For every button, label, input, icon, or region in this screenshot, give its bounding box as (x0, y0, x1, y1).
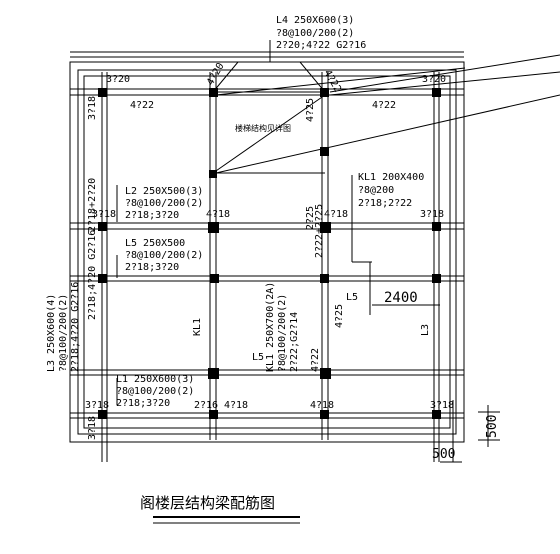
rebar-label: 4?25 (305, 98, 316, 122)
rebar-label: 3?18 (87, 416, 98, 440)
beam-L3-left-line3: 2?18;4?20 G2?16 (70, 282, 81, 372)
beam-L3-left-line1: L3 250X600(4) (46, 294, 57, 372)
column (432, 274, 441, 283)
column (98, 88, 107, 97)
label-KL1-left: KL1 (192, 318, 203, 336)
columns (98, 88, 441, 419)
rebar-label: 3?18 (92, 209, 116, 220)
column (432, 88, 441, 97)
rebar-label: 4?25 (334, 304, 345, 328)
dimension-2400: 2400 (384, 290, 418, 306)
beam-L5-line2: ?8@100/200(2) (125, 250, 203, 261)
label-L5-center: L5 (252, 352, 264, 363)
rebar-label: 2?18+2?20 (87, 178, 98, 232)
beam-KL1-center-line2: ?8@100/200(2) (277, 294, 288, 372)
beam-KL1-right-line2: ?8@200 (358, 185, 394, 196)
beam-L4-line2: ?8@100/200(2) (276, 28, 354, 39)
column (320, 222, 331, 233)
beam-L1-line1: L1 250X600(3) (116, 374, 194, 385)
column (210, 274, 219, 283)
beam-L5-line3: 2?18;3?20 (125, 262, 179, 273)
column (209, 88, 218, 97)
rebar-label: 2?16 (194, 400, 218, 411)
rebar-label: 4?18 (324, 209, 348, 220)
column (320, 147, 329, 156)
rebar-label: 3?18 (430, 400, 454, 411)
column (432, 410, 441, 419)
dimension-500-right: 500 (485, 415, 500, 438)
column (208, 222, 219, 233)
rebar-label: 2?22+2?25 (314, 204, 325, 258)
column (320, 410, 329, 419)
column (208, 368, 219, 379)
beam-L1-line2: ?8@100/200(2) (116, 386, 194, 397)
rebar-label: 4?20 (205, 61, 227, 87)
rebar-label: 3?20 (106, 74, 130, 85)
rebar-label: 3?18 (87, 96, 98, 120)
beam-L1-line3: 2?18;3?20 (116, 398, 170, 409)
column (320, 88, 329, 97)
beam-KL1-center-line3: 2?22;G2?14 (289, 312, 300, 372)
dimension-500-bottom: 500 (432, 447, 455, 462)
rebar-label: 4?22 (130, 100, 154, 111)
column (209, 170, 217, 178)
beam-L3-left-line2: ?8@100/200(2) (58, 294, 69, 372)
beam-L4-line1: L4 250X600(3) (276, 15, 354, 26)
column (98, 222, 107, 231)
rebar-label: 2?25 (305, 206, 316, 230)
column (209, 410, 218, 419)
rebar-label: 4?18 (206, 209, 230, 220)
beam-lines (70, 40, 560, 463)
beam-L4-line3: 2?20;4?22 G2?16 (276, 40, 366, 51)
beam-L2-line1: L2 250X500(3) (125, 186, 203, 197)
beam-KL1-right-line1: KL1 200X400 (358, 172, 424, 183)
beam-L2-line2: ?8@100/200(2) (125, 198, 203, 209)
label-L3-right: L3 (420, 324, 431, 336)
stair-note: 楼梯结构见详图 (235, 123, 291, 133)
column (320, 274, 329, 283)
rebar-label: 2?18;4?20 G2?16 (87, 230, 98, 320)
rebar-label: 3?20 (422, 74, 446, 85)
rebar-label: 3?18 (85, 400, 109, 411)
beam-L2-line3: 2?18;3?20 (125, 210, 179, 221)
rebar-label: 3?18 (420, 209, 444, 220)
column (320, 368, 331, 379)
label-L5-right: L5 (346, 292, 358, 303)
rebar-label: 4?18 (310, 400, 334, 411)
column (432, 222, 441, 231)
drawing-title: 阁楼层结构梁配筋图 (140, 494, 275, 512)
rebar-label: 4?22 (310, 348, 321, 372)
beam-KL1-right-line3: 2?18;2?22 (358, 198, 412, 209)
column (98, 410, 107, 419)
beam-L5-line1: L5 250X500 (125, 238, 185, 249)
rebar-label: 4?22 (372, 100, 396, 111)
beam-KL1-center-line1: KL1 250X700(2A) (265, 282, 276, 372)
rebar-label: 4?18 (224, 400, 248, 411)
column (98, 274, 107, 283)
